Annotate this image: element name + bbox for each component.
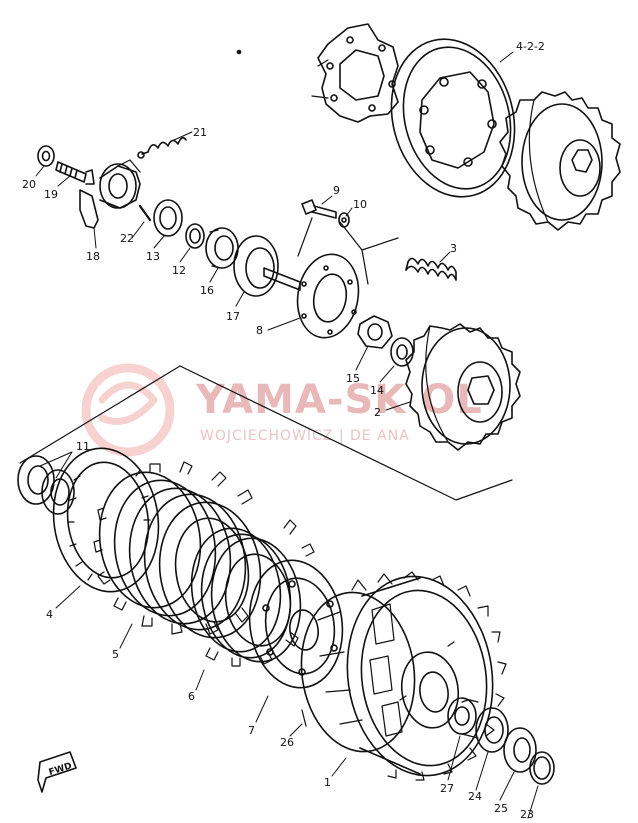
callout-27: 27 — [440, 782, 454, 795]
part-4-plain-plate — [52, 447, 160, 593]
callout-23: 23 — [520, 808, 534, 821]
part-22-pin — [138, 204, 152, 222]
callout-4: 4 — [46, 608, 53, 621]
part-9-bolt — [301, 199, 337, 219]
part-16-bearing — [205, 227, 239, 269]
callout-25: 25 — [494, 802, 508, 815]
part-13-oil-seal — [153, 199, 183, 237]
callout-24: 24 — [468, 790, 482, 803]
callout-15: 15 — [346, 372, 360, 385]
part-21-spring — [137, 136, 187, 159]
part-20-nut — [37, 145, 55, 167]
callout-21: 21 — [193, 126, 207, 139]
top-primary-gear — [499, 91, 621, 231]
part-17-push-plate — [233, 235, 301, 297]
part-10-washer — [338, 212, 350, 228]
callout-2: 2 — [374, 406, 381, 419]
callout-8: 8 — [256, 324, 263, 337]
watermark: YAMA-SK OL WOJCIECHOWICZ | DE ANA — [81, 363, 483, 457]
watermark-subtitle: WOJCIECHOWICZ | DE ANA — [200, 428, 410, 444]
callout-4-2-2: 4-2-2 — [516, 40, 545, 53]
part-12-washer — [185, 223, 205, 249]
fwd-direction-arrow: FWD — [37, 751, 77, 793]
callout-22: 22 — [120, 232, 134, 245]
part-25-thrust-washer — [503, 727, 537, 773]
part-6-clutch-plates — [190, 519, 315, 667]
part-11-washers — [17, 455, 75, 515]
part-1-clutch-housing — [300, 571, 507, 781]
part-7-pressure-plate — [248, 559, 344, 689]
part-19-bolt — [55, 161, 95, 185]
part-3-clutch-spring — [405, 257, 457, 281]
callout-16: 16 — [200, 284, 214, 297]
callout-9: 9 — [333, 184, 340, 197]
callout-7: 7 — [248, 724, 255, 737]
part-26-ring — [301, 709, 307, 727]
part-5-friction-plates — [93, 461, 262, 639]
callout-26: 26 — [280, 736, 294, 749]
part-15-nut — [357, 315, 393, 349]
fwd-label: FWD — [48, 761, 73, 778]
callout-10: 10 — [353, 198, 367, 211]
part-8-pressure-plate — [296, 253, 360, 339]
callout-6: 6 — [188, 690, 195, 703]
part-4-2-2-driven-disc — [311, 38, 516, 198]
callout-3: 3 — [450, 242, 457, 255]
watermark-brand: YAMA-SK OL — [195, 377, 483, 423]
callout-14: 14 — [370, 384, 384, 397]
callout-11: 11 — [76, 440, 90, 453]
part-4-2-2-star-plate — [317, 23, 399, 123]
callout-12: 12 — [172, 264, 186, 277]
part-27-spacer — [447, 697, 479, 739]
callout-labels: 4-2-2 21 20 19 18 22 13 12 16 17 9 10 8 … — [22, 40, 545, 821]
callout-18: 18 — [86, 250, 100, 263]
callout-19: 19 — [44, 188, 58, 201]
callout-17: 17 — [226, 310, 240, 323]
grouping-lines — [19, 217, 513, 501]
part-2-clutch-boss — [405, 323, 521, 451]
callout-5: 5 — [112, 648, 119, 661]
callout-1: 1 — [324, 776, 331, 789]
part-23-washer — [529, 751, 555, 785]
part-24-bearing — [475, 707, 509, 753]
part-14-lock-washer — [390, 337, 414, 367]
callout-20: 20 — [22, 178, 36, 191]
leader-lines — [35, 51, 539, 819]
callout-13: 13 — [146, 250, 160, 263]
